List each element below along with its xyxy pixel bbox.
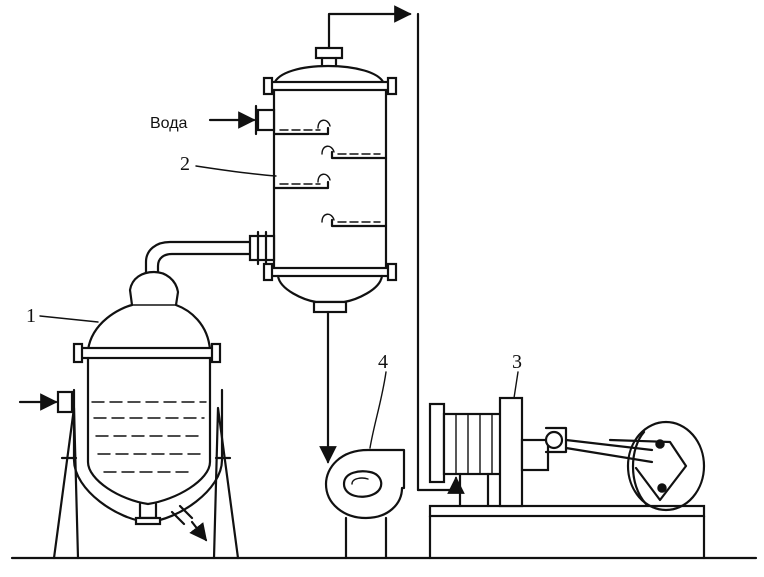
right-support-leg bbox=[212, 406, 240, 560]
condenser-top-bolt-right bbox=[386, 76, 398, 96]
label-water: Вода bbox=[150, 115, 188, 132]
pump-stand bbox=[344, 516, 388, 560]
crosshead-pin bbox=[544, 430, 564, 450]
cylinder-left-flange bbox=[428, 402, 446, 484]
leader-evaporator bbox=[39, 315, 99, 323]
flange-bolt-right bbox=[210, 342, 222, 364]
pump-volute bbox=[342, 470, 383, 498]
vent-line bbox=[327, 5, 412, 50]
vapour-pipe-inner bbox=[156, 252, 252, 274]
crank-pin bbox=[655, 439, 665, 449]
drain-cap bbox=[134, 516, 162, 526]
cylinder-support bbox=[458, 472, 490, 508]
label-vacuum-pump: 3 bbox=[512, 351, 522, 373]
cylinder-right-flange bbox=[498, 396, 524, 508]
condenser-top-bolt-left bbox=[262, 76, 274, 96]
condenser-bottom-bolt-right bbox=[386, 262, 398, 282]
connecting-rod bbox=[564, 438, 654, 464]
pump-base-plate bbox=[428, 504, 706, 518]
cylinder-body bbox=[442, 412, 504, 476]
condenser-bottom-bolt-left bbox=[262, 262, 274, 282]
vessel-body bbox=[86, 356, 212, 506]
label-pump: 4 bbox=[378, 351, 388, 373]
vent-to-pump bbox=[416, 476, 465, 494]
condenser-bottom-flange bbox=[266, 266, 394, 278]
liquid-level bbox=[91, 401, 207, 473]
flywheel-rim bbox=[631, 430, 648, 506]
leader-pump bbox=[369, 371, 387, 449]
crank-arm bbox=[608, 438, 688, 502]
condenser-top-neck bbox=[320, 56, 338, 68]
water-inlet-nozzle bbox=[256, 108, 276, 132]
condenser-cone bbox=[276, 274, 384, 304]
cylinder-ribs bbox=[455, 413, 493, 475]
vessel-flange bbox=[76, 346, 220, 360]
vapour-inlet-nozzle bbox=[248, 234, 276, 262]
label-evaporator: 1 bbox=[26, 305, 36, 327]
evaporator-vessel bbox=[18, 270, 240, 560]
leader-vacuum-pump bbox=[513, 371, 519, 399]
condenser-top-nozzle bbox=[314, 46, 344, 60]
condenser-column bbox=[248, 46, 398, 314]
drain-nozzle bbox=[138, 502, 158, 520]
label-condenser: 2 bbox=[180, 153, 190, 175]
pump-casing bbox=[324, 448, 406, 520]
crosshead-guide bbox=[520, 438, 550, 472]
side-outlet-pipe bbox=[170, 504, 194, 526]
pump-base-frame bbox=[428, 514, 706, 560]
outlet-arrow bbox=[189, 520, 208, 542]
condenser-top-flange bbox=[266, 80, 394, 92]
flywheel bbox=[626, 420, 706, 512]
steam-inlet-nozzle bbox=[56, 390, 74, 414]
vessel-dome bbox=[86, 270, 212, 352]
centrifugal-pump bbox=[324, 448, 406, 560]
pump-volute-inner bbox=[351, 477, 369, 485]
condenser-outlet-nozzle bbox=[312, 300, 348, 314]
flywheel-hub bbox=[657, 483, 667, 493]
vacuum-pump bbox=[428, 396, 706, 560]
vessel-jacket bbox=[72, 388, 224, 524]
vapour-pipe bbox=[144, 240, 252, 274]
flange-bolt-left bbox=[72, 342, 84, 364]
condenser-dome bbox=[272, 64, 386, 86]
leader-condenser bbox=[195, 165, 277, 177]
condenser-trays bbox=[272, 119, 388, 228]
